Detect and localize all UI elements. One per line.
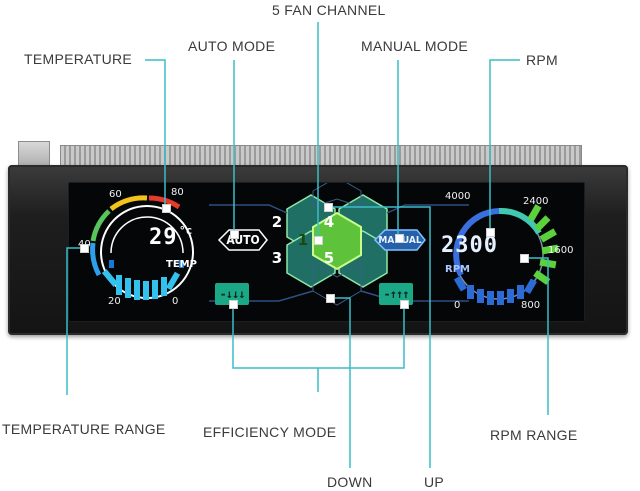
rpm-scale-1600: 1600 [548,245,574,256]
rpm-callout: RPM [526,52,559,68]
vent-grille [60,145,582,166]
fan-channel-marker [314,236,323,245]
rpm-range-marker [520,254,529,263]
lcd-screen: 29 °c TEMP 60 80 40 20 0 AUTO MANUAL 2 4… [68,176,585,322]
channel-1[interactable]: 1 [297,231,309,249]
efficiency-mode-callout: EFFICIENCY MODE [203,424,337,440]
up-button[interactable]: -↑↑↑ [379,283,413,305]
temperature-range-marker [80,244,89,253]
rpm-scale-800: 800 [521,300,541,311]
rpm-scale-4000: 4000 [445,191,471,202]
temp-scale-0: 0 [172,296,179,307]
temp-scale-20: 20 [108,296,121,307]
down-button[interactable]: -↓↓↓ [215,283,249,305]
up-marker [324,203,333,212]
channel-3[interactable]: 3 [271,249,283,267]
rpm-scale-2400: 2400 [523,196,549,207]
channel-2[interactable]: 2 [271,213,283,231]
auto-button-frame [217,229,268,251]
rpm-marker [486,228,495,237]
manual-mode-marker [395,234,404,243]
temperature-unit: °c [179,224,193,237]
rpm-range-callout: RPM RANGE [490,427,578,443]
auto-mode-callout: AUTO MODE [188,38,276,54]
channel-5[interactable]: 5 [323,249,335,267]
manual-mode-callout: MANUAL MODE [361,38,469,54]
down-callout: DOWN [327,474,373,490]
temperature-marker [162,204,171,213]
rpm-label: RPM [445,264,470,275]
down-button-marker [229,300,238,309]
temperature-callout: TEMPERATURE [24,51,133,67]
rpm-scale-0: 0 [454,300,461,311]
auto-mode-marker [230,230,239,239]
channel-4[interactable]: 4 [323,213,335,231]
temp-scale-60: 60 [109,189,122,200]
up-callout: UP [424,474,445,490]
lcd-graphics [90,176,559,306]
temperature-label: TEMP [166,259,197,270]
temperature-value: 29 [149,225,178,250]
temperature-range-callout: TEMPERATURE RANGE [2,421,166,437]
down-marker [326,294,335,303]
rpm-value: 2300 [441,233,498,258]
temperature-dial [90,195,194,300]
up-button-marker [400,300,409,309]
fan-channel-callout: 5 FAN CHANNEL [272,2,386,18]
temp-scale-80: 80 [171,187,184,198]
